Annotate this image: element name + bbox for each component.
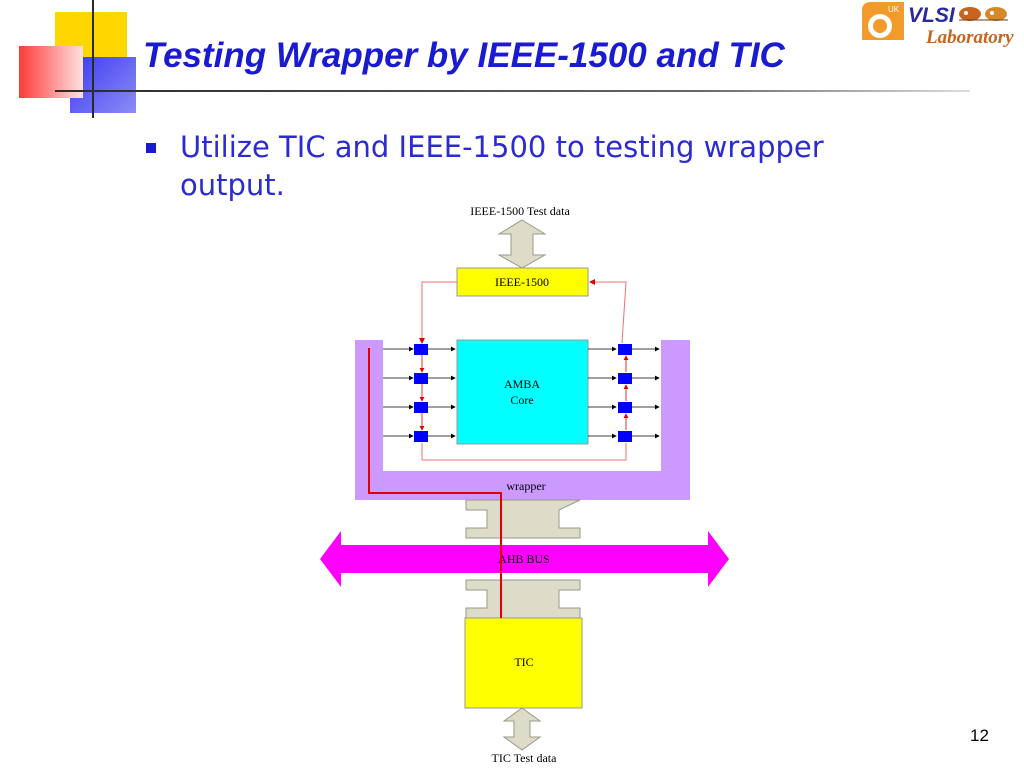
tic-data-arrow bbox=[502, 707, 542, 751]
output-cell-1 bbox=[618, 344, 632, 355]
wrapper-bus-connector bbox=[465, 499, 581, 539]
amba-core-label-1: AMBA bbox=[504, 377, 540, 391]
logo-badge-icon: UK bbox=[862, 2, 904, 40]
page-number: 12 bbox=[970, 726, 989, 745]
output-cell-3 bbox=[618, 402, 632, 413]
ieee-1500-label: IEEE-1500 bbox=[495, 275, 549, 289]
input-cell-3 bbox=[414, 402, 428, 413]
ieee-test-data-label: IEEE-1500 Test data bbox=[470, 204, 570, 218]
logo-text-laboratory: Laboratory bbox=[926, 27, 1014, 48]
ieee-control-bottom bbox=[422, 443, 627, 461]
amba-core-block bbox=[456, 339, 589, 445]
logo-text-vlsi: VLSI bbox=[908, 4, 955, 27]
test-output-path bbox=[368, 348, 502, 618]
bullet-square-icon bbox=[146, 143, 156, 153]
tic-block bbox=[464, 617, 583, 709]
wrapper-frame bbox=[355, 340, 690, 500]
boundary-cells bbox=[383, 344, 660, 442]
deco-horizontal-line bbox=[55, 90, 970, 92]
ieee-1500-block bbox=[456, 267, 589, 297]
slide-title: Testing Wrapper by IEEE-1500 and TIC bbox=[143, 36, 785, 75]
bullet-item: Utilize TIC and IEEE-1500 to testing wra… bbox=[140, 128, 880, 204]
tic-test-data-label: TIC Test data bbox=[492, 751, 558, 765]
deco-vertical-line bbox=[92, 0, 94, 118]
ahb-bus-label: AHB BUS bbox=[498, 552, 550, 566]
logo-badge: UK bbox=[858, 0, 906, 44]
bus-tic-connector bbox=[465, 579, 581, 619]
input-cell-2 bbox=[414, 373, 428, 384]
deco-red-square bbox=[19, 46, 83, 98]
ahb-bus bbox=[320, 531, 729, 587]
ieee-control-right bbox=[589, 279, 627, 344]
input-cell-1 bbox=[414, 344, 428, 355]
output-cell-4 bbox=[618, 431, 632, 442]
tic-label: TIC bbox=[514, 655, 533, 669]
input-cell-4 bbox=[414, 431, 428, 442]
bug-icon bbox=[956, 4, 1022, 24]
wrapper-label: wrapper bbox=[506, 479, 545, 493]
ieee-data-arrow bbox=[497, 219, 547, 269]
bullet-text: Utilize TIC and IEEE-1500 to testing wra… bbox=[180, 130, 824, 202]
logo-badge-text: UK bbox=[888, 5, 900, 14]
amba-core-label-2: Core bbox=[510, 393, 533, 407]
output-cell-2 bbox=[618, 373, 632, 384]
ieee-control-left bbox=[419, 281, 457, 344]
